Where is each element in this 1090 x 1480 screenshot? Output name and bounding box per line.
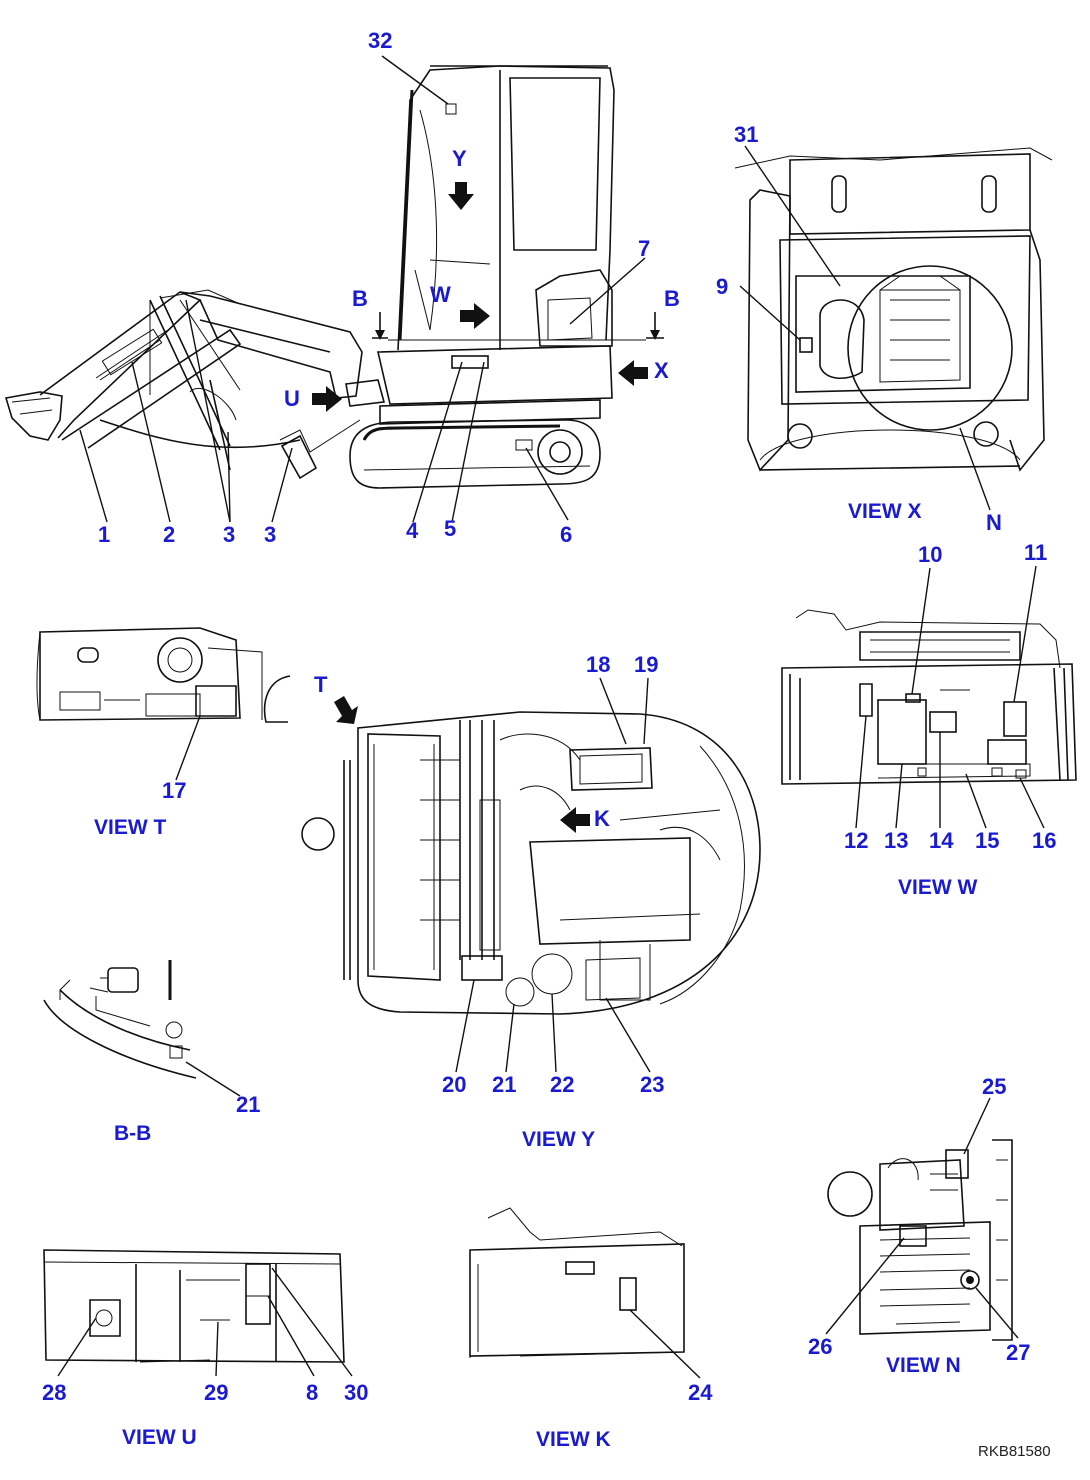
callout-2: 2	[163, 522, 175, 547]
callout-21b: 21	[236, 1092, 260, 1117]
view-k-drawing	[469, 1207, 701, 1379]
callout-12: 12	[844, 828, 868, 853]
arrow-letter-x: X	[654, 358, 669, 383]
callout-15: 15	[975, 828, 999, 853]
callout-20: 20	[442, 1072, 466, 1097]
callout-11: 11	[1024, 540, 1047, 565]
callout-23: 23	[640, 1072, 664, 1097]
callout-3a: 3	[223, 522, 235, 547]
callout-16: 16	[1032, 828, 1056, 853]
callout-17: 17	[162, 778, 186, 803]
section-letter-b-right: B	[664, 286, 680, 311]
view-title-u: VIEW U	[122, 1426, 197, 1449]
callout-32: 32	[368, 28, 392, 53]
view-title-t: VIEW T	[94, 816, 167, 839]
arrow-letter-y: Y	[452, 146, 467, 171]
callout-9: 9	[716, 274, 728, 299]
view-t-drawing	[36, 627, 291, 781]
callout-13: 13	[884, 828, 908, 853]
callout-7: 7	[638, 236, 650, 261]
arrow-letters: Y W B B U X T K N	[284, 146, 1002, 831]
callout-6: 6	[560, 522, 572, 547]
callout-1: 1	[98, 522, 110, 547]
view-title-x: VIEW X	[848, 500, 922, 523]
callout-26: 26	[808, 1334, 832, 1359]
callout-19: 19	[634, 652, 658, 677]
arrow-letter-u: U	[284, 386, 300, 411]
arrow-letter-w: W	[430, 282, 451, 307]
view-n-drawing	[825, 1097, 1019, 1341]
view-w-drawing	[781, 565, 1077, 829]
callout-18: 18	[586, 652, 610, 677]
callout-21a: 21	[492, 1072, 516, 1097]
callout-27: 27	[1006, 1340, 1030, 1365]
callout-30: 30	[344, 1380, 368, 1405]
view-title-k: VIEW K	[536, 1428, 611, 1451]
view-title-y: VIEW Y	[522, 1128, 595, 1151]
callout-5: 5	[444, 516, 456, 541]
view-bb-drawing	[43, 960, 241, 1097]
view-title-n: VIEW N	[886, 1354, 961, 1377]
callout-4: 4	[406, 518, 419, 543]
callout-14: 14	[929, 828, 954, 853]
callout-25: 25	[982, 1074, 1006, 1099]
figure-code: RKB81580	[978, 1443, 1051, 1460]
callout-29: 29	[204, 1380, 228, 1405]
callout-28: 28	[42, 1380, 66, 1405]
view-titles: VIEW X VIEW T VIEW W B-B VIEW Y VIEW N V…	[94, 500, 978, 1451]
machine-side-view	[4, 55, 664, 523]
callout-labels: 1 2 3 3 4 5 6 7 8 9 10 11 12 13 14 15 16…	[42, 28, 1056, 1405]
section-letter-b-left: B	[352, 286, 368, 311]
callout-3b: 3	[264, 522, 276, 547]
view-u-drawing	[43, 1249, 353, 1377]
callout-8: 8	[306, 1380, 318, 1405]
view-title-bb: B-B	[114, 1122, 151, 1145]
callout-31: 31	[734, 122, 758, 147]
view-title-w: VIEW W	[898, 876, 978, 899]
view-y-drawing	[301, 677, 761, 1073]
detail-letter-n: N	[986, 510, 1002, 535]
arrow-letter-k: K	[594, 806, 610, 831]
view-x-drawing	[734, 145, 1053, 511]
arrow-letter-t: T	[314, 672, 328, 697]
callout-24: 24	[688, 1380, 713, 1405]
callout-22: 22	[550, 1072, 574, 1097]
callout-10: 10	[918, 542, 942, 567]
